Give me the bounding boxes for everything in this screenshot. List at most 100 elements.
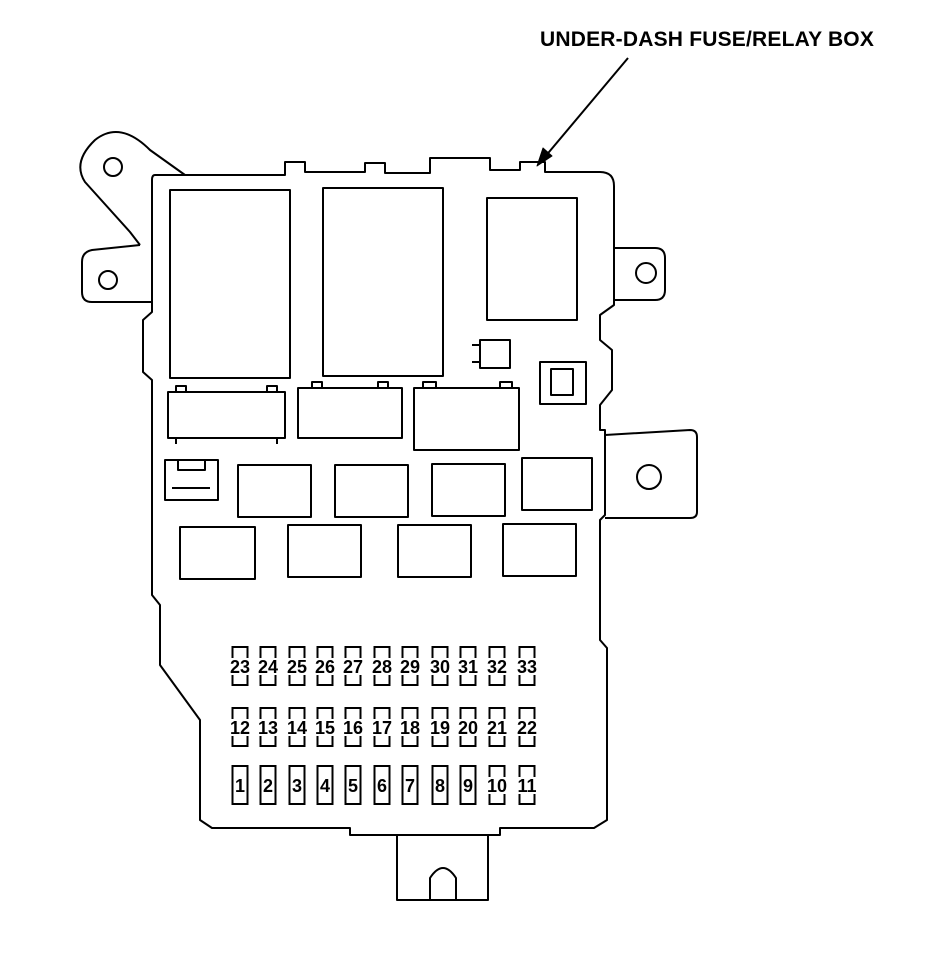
fuse-label-bg xyxy=(341,658,365,675)
fuse-slot-31: 31 xyxy=(456,646,480,686)
relay-medium xyxy=(397,524,472,578)
relay-medium xyxy=(334,464,409,518)
mounting-ear-left xyxy=(81,244,152,303)
relay-large xyxy=(169,189,291,379)
mounting-hole xyxy=(103,157,123,177)
fuse-slot-26: 26 xyxy=(313,646,337,686)
fuse-slot-outline xyxy=(259,765,277,805)
fuse-slot-7: 7 xyxy=(401,765,419,805)
relay-medium xyxy=(237,464,312,518)
fuse-number: 31 xyxy=(458,657,478,677)
fuse-label-bg xyxy=(313,719,337,736)
connector-block xyxy=(167,385,286,444)
connector-small xyxy=(164,459,219,501)
fuse-slot-5: 5 xyxy=(344,765,362,805)
relay-medium xyxy=(179,526,256,580)
fuse-label-bg xyxy=(398,719,422,736)
fuse-label-bg xyxy=(347,777,359,794)
fuse-number: 7 xyxy=(405,776,415,796)
fuse-number: 15 xyxy=(315,718,335,738)
fuse-number: 4 xyxy=(320,776,330,796)
fuse-slot-28: 28 xyxy=(370,646,394,686)
leader-arrow xyxy=(536,57,629,167)
bottom-mounting-tab xyxy=(396,835,489,901)
relay-medium xyxy=(287,524,362,578)
fuse-slot-19: 19 xyxy=(428,707,452,747)
fuse-label-bg xyxy=(370,658,394,675)
fuse-number: 32 xyxy=(487,657,507,677)
fuse-slot-15: 15 xyxy=(313,707,337,747)
fuse-slot-8: 8 xyxy=(431,765,449,805)
relay-large xyxy=(322,187,444,377)
fuse-number: 13 xyxy=(258,718,278,738)
relay-medium xyxy=(521,457,593,511)
mounting-hole xyxy=(635,262,657,284)
fuse-label-bg xyxy=(285,719,309,736)
fuse-label-bg xyxy=(313,658,337,675)
fuse-label-bg xyxy=(485,719,509,736)
fuse-slot-16: 16 xyxy=(341,707,365,747)
mounting-hole xyxy=(98,270,118,290)
fuse-label-bg xyxy=(228,658,252,675)
fuse-number: 22 xyxy=(517,718,537,738)
fuse-number: 9 xyxy=(463,776,473,796)
fuse-number: 24 xyxy=(258,657,278,677)
fuse-slot-11: 11 xyxy=(515,765,539,805)
fuse-slot-2: 2 xyxy=(259,765,277,805)
fuse-slot-25: 25 xyxy=(285,646,309,686)
fuse-number: 17 xyxy=(372,718,392,738)
fuse-slot-27: 27 xyxy=(341,646,365,686)
fuse-slot-33: 33 xyxy=(515,646,539,686)
connector-block xyxy=(297,381,403,439)
fuse-number: 27 xyxy=(343,657,363,677)
fuse-label-bg xyxy=(515,777,539,794)
fuse-number: 12 xyxy=(230,718,250,738)
fuse-label-bg xyxy=(291,777,303,794)
fuse-label-bg xyxy=(434,777,446,794)
fuse-number: 6 xyxy=(377,776,387,796)
fuse-number: 19 xyxy=(430,718,450,738)
fuse-number: 23 xyxy=(230,657,250,677)
fuse-slot-21: 21 xyxy=(485,707,509,747)
fuse-slot-outline xyxy=(401,765,419,805)
fuse-label-bg xyxy=(515,719,539,736)
fuse-number: 20 xyxy=(458,718,478,738)
fuse-label-bg xyxy=(376,777,388,794)
fuse-number: 30 xyxy=(430,657,450,677)
fuse-slot-outline xyxy=(316,765,334,805)
fuse-slot-outline xyxy=(231,765,249,805)
relay-large xyxy=(486,197,578,321)
fuse-number: 10 xyxy=(487,776,507,796)
fuse-slot-30: 30 xyxy=(428,646,452,686)
fuse-number: 16 xyxy=(343,718,363,738)
fuse-label-bg xyxy=(456,658,480,675)
fuse-number: 11 xyxy=(517,776,536,796)
mounting-ear-right-upper xyxy=(614,247,666,301)
fuse-slot-17: 17 xyxy=(370,707,394,747)
fuse-slot-3: 3 xyxy=(288,765,306,805)
fuse-label-bg xyxy=(462,777,474,794)
fuse-label-bg xyxy=(228,719,252,736)
fuse-slot-14: 14 xyxy=(285,707,309,747)
relay-medium xyxy=(431,463,506,517)
fuse-number: 25 xyxy=(287,657,307,677)
fuse-slot-outline xyxy=(459,765,477,805)
fuse-slot-outline xyxy=(373,765,391,805)
fuse-number: 1 xyxy=(235,776,245,796)
fuse-label-bg xyxy=(485,777,509,794)
fuse-number: 14 xyxy=(287,718,307,738)
fuse-box-housing xyxy=(142,157,615,836)
fuse-label-bg xyxy=(428,658,452,675)
fuse-slot-20: 20 xyxy=(456,707,480,747)
fuse-number: 33 xyxy=(517,657,537,677)
fuse-number: 28 xyxy=(372,657,392,677)
diagram-title: UNDER-DASH FUSE/RELAY BOX xyxy=(540,28,875,51)
fuse-slot-18: 18 xyxy=(398,707,422,747)
fuse-label-bg xyxy=(456,719,480,736)
fuse-label-bg xyxy=(515,658,539,675)
fuse-slot-1: 1 xyxy=(231,765,249,805)
fuse-label-bg xyxy=(256,719,280,736)
relay-medium xyxy=(502,523,577,577)
